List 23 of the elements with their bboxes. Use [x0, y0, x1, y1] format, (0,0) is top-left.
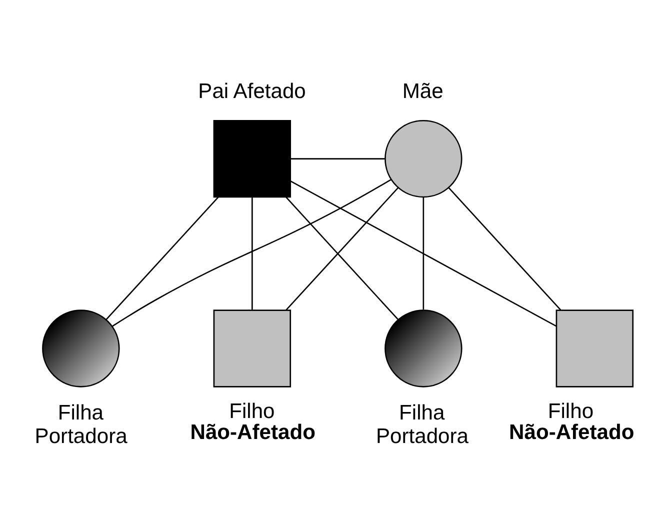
connector	[422, 197, 424, 310]
node-label: Filho	[548, 400, 594, 424]
node-label: Não-Afetado	[190, 421, 316, 444]
node-label: Pai Afetado	[198, 80, 306, 103]
node-label: Portadora	[34, 425, 128, 448]
node-label: Não-Afetado	[509, 421, 634, 444]
node-circle	[42, 310, 120, 388]
node-box	[213, 120, 292, 198]
node-circle	[384, 310, 462, 388]
node-label: Filho	[229, 400, 275, 424]
connector	[448, 187, 562, 311]
node-label: Filha	[58, 401, 104, 424]
node-box	[213, 310, 292, 388]
connector	[106, 196, 219, 320]
connector	[252, 197, 253, 310]
node-label: Mãe	[402, 80, 444, 103]
node-circle	[384, 120, 462, 198]
node-label: Filha	[399, 401, 445, 424]
connector	[290, 180, 556, 327]
node-box	[556, 310, 634, 388]
node-label: Portadora	[376, 425, 468, 448]
connector	[112, 178, 392, 327]
connector	[290, 158, 386, 160]
